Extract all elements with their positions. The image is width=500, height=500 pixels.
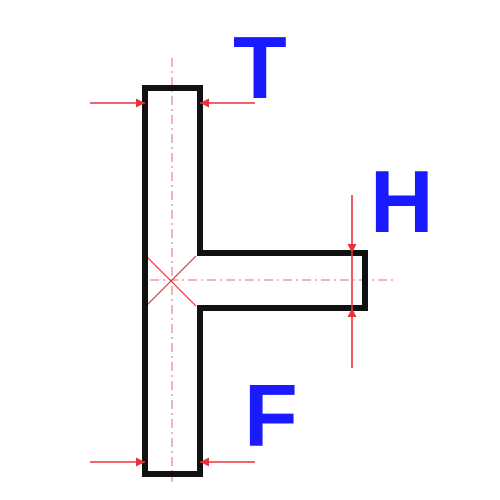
label-bottom-thickness: F	[244, 366, 298, 465]
label-top-thickness: T	[233, 18, 287, 117]
centerlines	[150, 58, 395, 482]
junction-cross-line-b	[145, 255, 197, 307]
tee-outline	[142, 85, 368, 477]
junction-cross	[145, 255, 197, 307]
label-branch-height: H	[370, 152, 434, 251]
